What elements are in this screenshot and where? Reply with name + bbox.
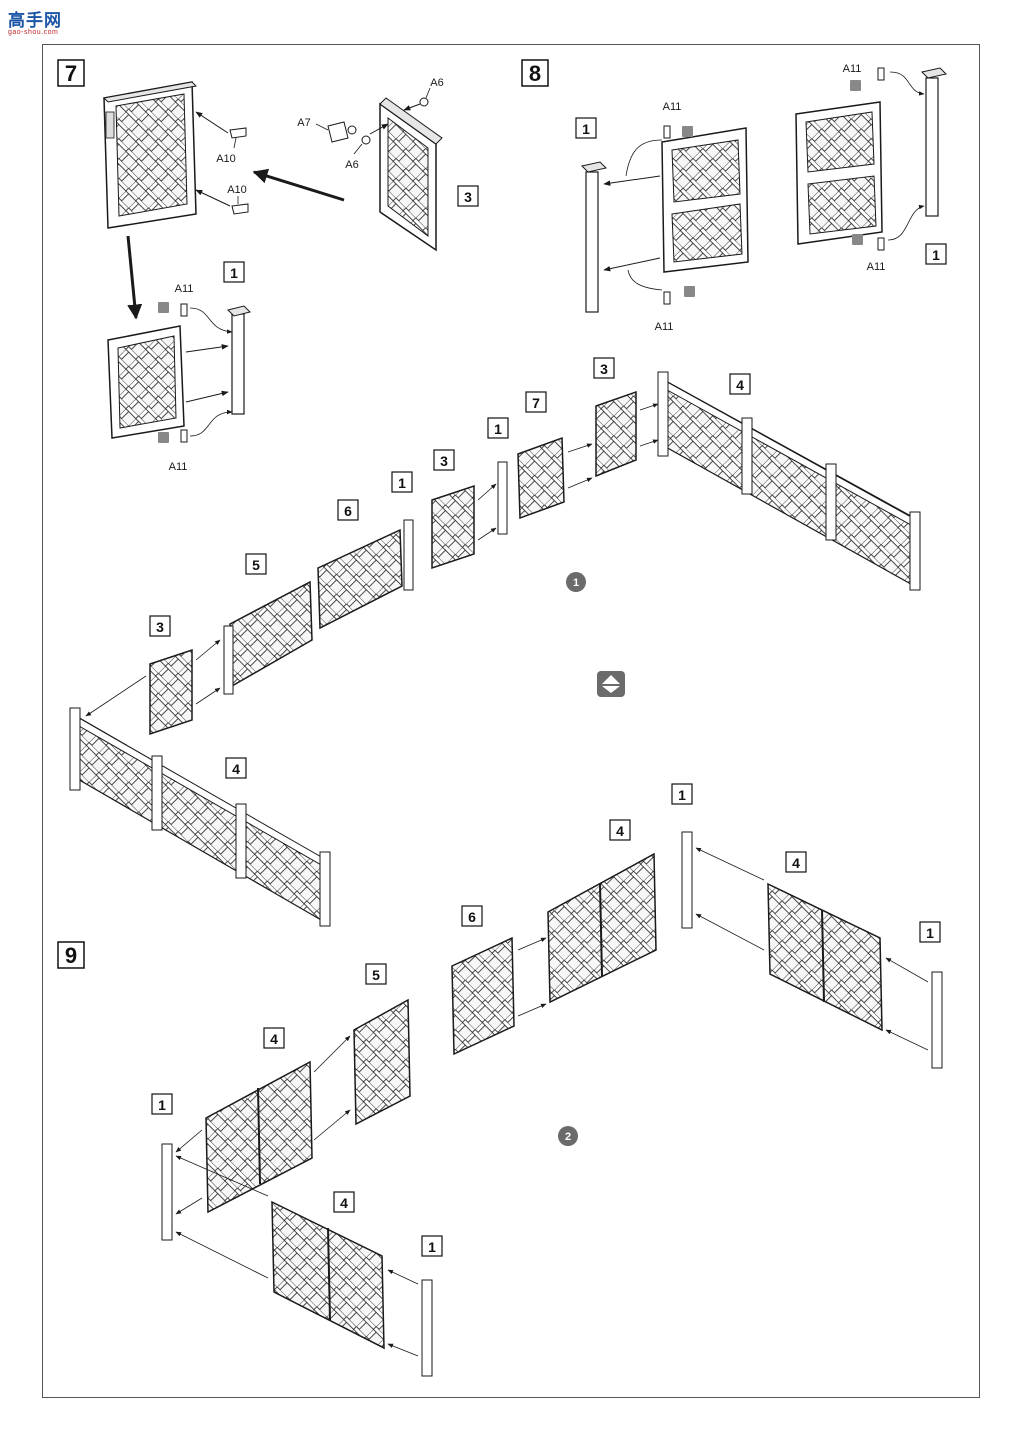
callout-part-3-v1-middle: 3 xyxy=(440,453,448,469)
variant-2-upper: 4 1 4 1 6 xyxy=(451,783,943,1069)
post-1-v1-b xyxy=(403,519,414,591)
label-a11-s8-left-bottom: A11 xyxy=(655,321,674,333)
watermark-cn: 高手网 xyxy=(8,11,62,31)
callout-part-6-v1: 6 xyxy=(344,503,352,519)
post-1-v1-a xyxy=(497,461,508,535)
callout-part-4-s9-lower: 4 xyxy=(270,1031,278,1047)
step-8: 8 1 A11 A11 xyxy=(521,59,947,333)
assembly-arrow-7 xyxy=(252,168,345,202)
step-9-number: 9 xyxy=(65,943,77,968)
panel-3-v1-right xyxy=(595,390,637,478)
step-8-number: 8 xyxy=(529,61,541,86)
gate-panel-7b xyxy=(107,325,185,439)
callout-part-1-v1-a: 1 xyxy=(494,421,502,437)
callout-part-1-s9-left: 1 xyxy=(158,1097,166,1113)
fence-run-4-right xyxy=(657,371,921,591)
label-a11-s7-bottom: A11 xyxy=(169,461,188,473)
callout-part-6-s9: 6 xyxy=(468,909,476,925)
gate-7-v1 xyxy=(517,436,565,520)
assembly-arrow-7-down xyxy=(126,235,143,320)
part-a10-lower: A10 xyxy=(195,184,249,215)
page-frame xyxy=(42,44,980,1398)
part-a10-upper: A10 xyxy=(195,111,247,165)
panel-3-v1-left xyxy=(149,648,193,736)
callout-part-3-v1-right: 3 xyxy=(600,361,608,377)
label-a11-s8-right-bottom: A11 xyxy=(867,261,886,273)
variant-1-number: 1 xyxy=(573,577,579,589)
double-gate-step8-left xyxy=(661,127,749,273)
panel-5-v1 xyxy=(229,580,313,688)
step-7-number: 7 xyxy=(65,61,77,86)
panel-3-v1-middle xyxy=(431,484,475,570)
post-1-step7 xyxy=(158,302,251,443)
watermark-logo: 高手网 gao-shou.com xyxy=(8,6,78,42)
callout-part-1-s8-left: 1 xyxy=(582,121,590,137)
callout-part-1-s9-top: 1 xyxy=(678,787,686,803)
callout-part-4-s9-bottom: 4 xyxy=(340,1195,348,1211)
gate-panel-7a xyxy=(102,81,198,229)
callout-part-7-v1: 7 xyxy=(532,395,540,411)
label-a6-bottom: A6 xyxy=(345,159,358,171)
callout-part-3-s7: 3 xyxy=(464,189,472,205)
label-a10-upper: A10 xyxy=(216,153,236,165)
callout-part-1-s9-right: 1 xyxy=(926,925,934,941)
callout-part-5-v1: 5 xyxy=(252,557,260,573)
post-1-step8-left xyxy=(581,161,607,313)
callout-part-3-v1-left: 3 xyxy=(156,619,164,635)
step-9: 9 4 1 4 1 6 2 xyxy=(57,783,943,1377)
label-a11-s8-left-top: A11 xyxy=(663,101,682,113)
label-a11-s7-top: A11 xyxy=(175,283,194,295)
label-a7: A7 xyxy=(297,117,310,129)
post-1-step8-right xyxy=(887,67,947,241)
callout-part-1-s8-right: 1 xyxy=(932,247,940,263)
callout-part-4-v1-right: 4 xyxy=(736,377,744,393)
alternate-assembly-icon xyxy=(597,671,625,697)
label-a10-lower: A10 xyxy=(227,184,247,196)
step-7: 7 A10 A10 xyxy=(57,59,479,473)
callout-part-5-s9: 5 xyxy=(372,967,380,983)
variant-2-lower: 5 4 1 4 1 xyxy=(151,963,443,1377)
panel-3-step7 xyxy=(379,97,443,252)
variant-2-badge xyxy=(558,1126,578,1146)
callout-part-1-s9-bottom: 1 xyxy=(428,1239,436,1255)
gate-6-v1 xyxy=(317,528,403,630)
fence-variant-1: 4 3 7 1 3 1 6 5 xyxy=(69,357,921,927)
part-a6-a7-hinges: A6 A7 A6 xyxy=(297,77,443,171)
label-a11-s8-right-top: A11 xyxy=(843,63,862,75)
label-a6-top: A6 xyxy=(430,77,443,89)
callout-part-4-s9-top: 4 xyxy=(616,823,624,839)
double-gate-step8-right xyxy=(795,101,883,245)
callout-part-1-v1-b: 1 xyxy=(398,475,406,491)
fence-run-4-left xyxy=(69,707,331,927)
variant-1-badge xyxy=(566,572,586,592)
variant-2-number: 2 xyxy=(565,1131,571,1143)
callout-part-4-v1-left: 4 xyxy=(232,761,240,777)
callout-part-4-s9-right: 4 xyxy=(792,855,800,871)
watermark-en: gao-shou.com xyxy=(8,29,59,36)
callout-part-1-s7: 1 xyxy=(230,265,238,281)
